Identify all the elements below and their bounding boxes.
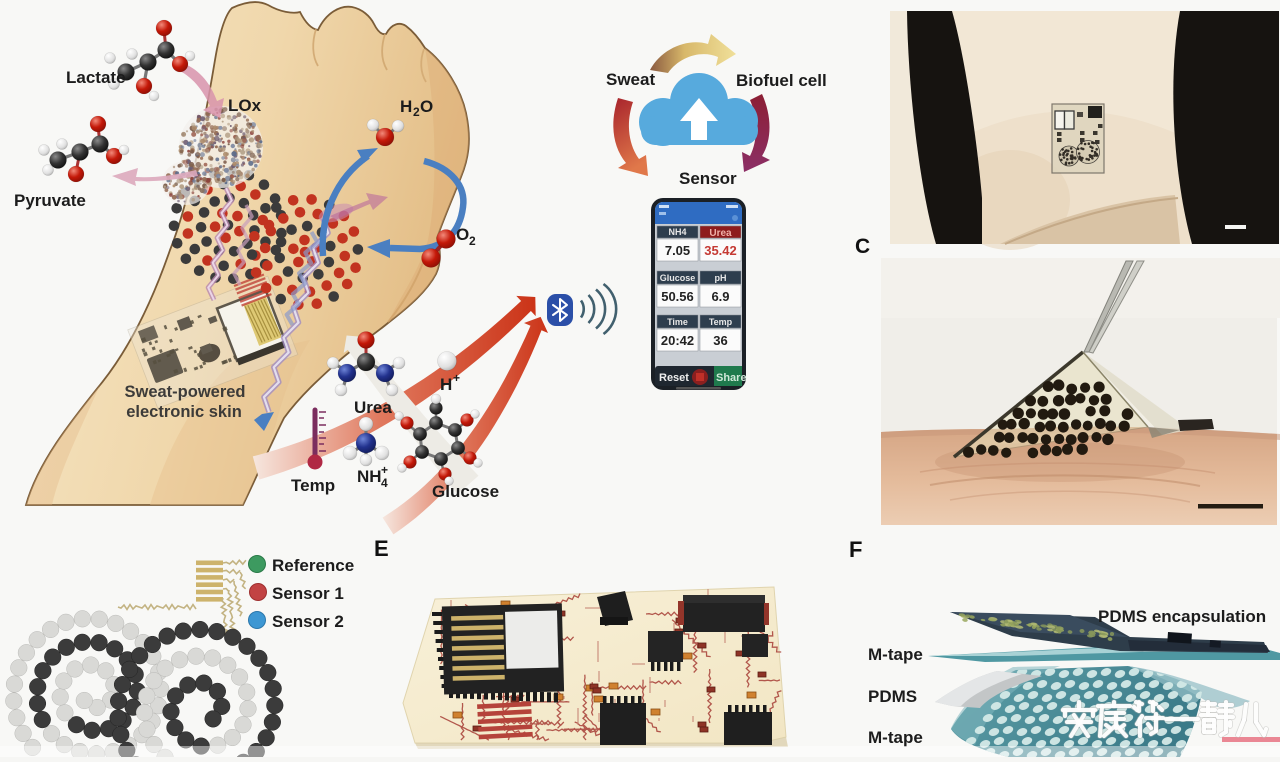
svg-text:Glucose: Glucose: [660, 273, 696, 283]
svg-text:Glucose: Glucose: [432, 482, 499, 501]
svg-text:Reference: Reference: [272, 556, 354, 575]
svg-text:Sweat: Sweat: [606, 70, 655, 89]
svg-text:H: H: [440, 375, 452, 394]
svg-text:Reset: Reset: [659, 372, 689, 384]
svg-text:Urea: Urea: [709, 228, 732, 239]
svg-text:F: F: [849, 537, 862, 562]
svg-text:Share: Share: [716, 372, 747, 384]
svg-text:7.05: 7.05: [665, 243, 690, 258]
svg-text:C: C: [855, 235, 870, 258]
svg-text:Sensor 2: Sensor 2: [272, 612, 344, 631]
svg-text:pH: pH: [715, 273, 727, 283]
svg-text:PDMS: PDMS: [868, 687, 917, 706]
svg-text:36: 36: [713, 333, 727, 348]
svg-text:Time: Time: [667, 317, 688, 327]
svg-text:E: E: [374, 536, 389, 561]
svg-text:Sensor: Sensor: [679, 169, 737, 188]
svg-text:2: 2: [469, 234, 476, 248]
svg-text:+: +: [381, 463, 388, 477]
svg-text:Sweat-powered: Sweat-powered: [124, 383, 245, 401]
svg-text:+: +: [453, 371, 460, 385]
svg-text:Temp: Temp: [709, 317, 733, 327]
svg-text:M-tape: M-tape: [868, 728, 923, 747]
svg-text:O: O: [420, 97, 433, 116]
svg-text:M-tape: M-tape: [868, 645, 923, 664]
svg-text:Pyruvate: Pyruvate: [14, 191, 86, 210]
svg-text:NH4: NH4: [668, 227, 686, 237]
svg-text:35.42: 35.42: [704, 243, 737, 258]
svg-text:Biofuel cell: Biofuel cell: [736, 71, 827, 90]
svg-text:Sensor 1: Sensor 1: [272, 584, 344, 603]
svg-text:H: H: [400, 97, 412, 116]
svg-text:Lactate: Lactate: [66, 68, 126, 87]
svg-text:4: 4: [381, 476, 388, 490]
svg-text:electronic skin: electronic skin: [126, 403, 242, 421]
svg-text:PDMS encapsulation: PDMS encapsulation: [1098, 607, 1266, 626]
svg-text:O: O: [456, 225, 469, 244]
svg-text:6.9: 6.9: [711, 289, 729, 304]
svg-text:50.56: 50.56: [661, 289, 694, 304]
svg-text:2: 2: [413, 105, 420, 119]
svg-text:20:42: 20:42: [661, 333, 694, 348]
svg-text:Urea: Urea: [354, 398, 392, 417]
svg-text:LOx: LOx: [228, 96, 262, 115]
svg-text:Temp: Temp: [291, 476, 335, 495]
svg-text:NH: NH: [357, 467, 382, 486]
